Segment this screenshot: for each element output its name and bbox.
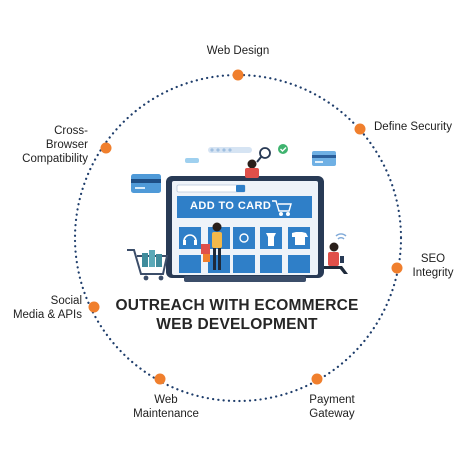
shopper-person-icon: [201, 222, 222, 270]
product-tile: [233, 227, 255, 249]
product-tile: [260, 255, 282, 273]
node-marker-payment-gateway: [311, 373, 323, 385]
node-marker-define-security: [354, 123, 366, 135]
add-to-card-text: ADD TO CARD: [190, 200, 272, 212]
node-marker-seo-integrity: [391, 262, 403, 274]
product-tile: [179, 227, 201, 249]
label-web-design: Web Design: [206, 45, 270, 57]
add-to-card-banner: [177, 196, 312, 218]
wifi-icon: [335, 233, 347, 240]
monitor-icon: [166, 176, 324, 278]
floating-chip: [185, 158, 199, 163]
label-social-media: Social Media & APIs: [12, 295, 82, 321]
magnifier-icon: [259, 147, 271, 159]
person-magnifier-icon: [245, 147, 271, 178]
credit-card-icon: [131, 174, 161, 193]
title-line-1: OUTREACH WITH ECOMMERCE: [115, 297, 359, 314]
shopping-cart-icon-large: [127, 249, 169, 281]
title-line-2: WEB DEVELOPMENT: [156, 316, 318, 333]
shopping-cart-icon: [272, 200, 292, 216]
label-seo-integrity: SEO Integrity: [412, 253, 454, 279]
seated-person-icon: [324, 242, 348, 274]
diagram-title: OUTREACH WITH ECOMMERCE WEB DEVELOPMENT: [100, 296, 374, 334]
label-web-maintenance: Web Maintenance: [133, 394, 199, 420]
product-tile: [179, 255, 201, 273]
monitor-stand: [184, 276, 306, 282]
label-define-security: Define Security: [374, 121, 452, 133]
product-tile: [288, 255, 310, 273]
node-marker-social-media: [88, 301, 100, 313]
product-tile: [233, 255, 255, 273]
label-payment-gateway: Payment Gateway: [309, 394, 355, 420]
node-marker-web-design: [232, 69, 244, 81]
check-icon: [278, 144, 288, 154]
credit-card-icon-right: [312, 151, 336, 166]
node-marker-cross-browser: [100, 142, 112, 154]
label-cross-browser: Cross- Browser Compatibility: [22, 125, 88, 165]
node-marker-web-maintenance: [154, 373, 166, 385]
